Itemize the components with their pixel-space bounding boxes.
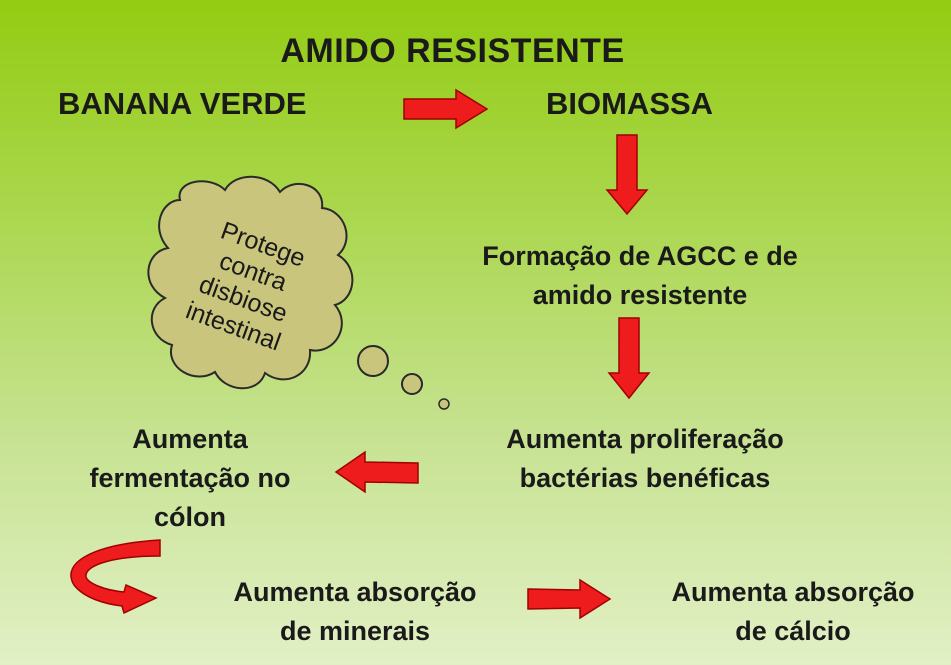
node-minerais-line-2: de minerais <box>279 616 431 646</box>
node-fermentacao-line-1: Aumenta <box>132 424 248 454</box>
node-fermentacao-line-3: cólon <box>154 502 226 532</box>
node-absorcao-calcio: Aumenta absorção de cálcio <box>628 573 951 651</box>
node-formacao-line-2: amido resistente <box>532 280 748 310</box>
node-minerais-line-1: Aumenta absorção <box>233 577 477 607</box>
thought-bubble-medium <box>401 373 423 395</box>
thought-cloud <box>147 175 354 390</box>
node-calcio-line-2: de cálcio <box>735 616 851 646</box>
node-formacao-agcc: Formação de AGCC e de amido resistente <box>430 237 850 315</box>
arrow-down-icon <box>607 317 651 400</box>
node-banana-verde: BANANA VERDE <box>58 86 307 121</box>
node-calcio-line-1: Aumenta absorção <box>671 577 915 607</box>
arrow-right-icon <box>403 88 489 130</box>
arrow-down-icon <box>605 134 649 216</box>
page-title: AMIDO RESISTENTE <box>280 32 625 70</box>
node-proliferacao-line-2: bactérias benéficas <box>519 463 771 493</box>
node-absorcao-minerais: Aumenta absorção de minerais <box>190 573 520 651</box>
node-fermentacao: Aumenta fermentação no cólon <box>40 420 340 537</box>
node-biomassa: BIOMASSA <box>546 86 714 121</box>
thought-bubble-large <box>357 345 389 377</box>
curved-arrow-icon <box>70 539 161 615</box>
thought-bubble-small <box>438 398 450 410</box>
node-proliferacao: Aumenta proliferação bactérias benéficas <box>445 420 845 498</box>
node-proliferacao-line-1: Aumenta proliferação <box>506 424 784 454</box>
node-formacao-line-1: Formação de AGCC e de <box>482 241 798 271</box>
arrow-right-icon <box>527 578 612 620</box>
arrow-left-icon <box>334 450 419 494</box>
node-fermentacao-line-2: fermentação no <box>89 463 291 493</box>
